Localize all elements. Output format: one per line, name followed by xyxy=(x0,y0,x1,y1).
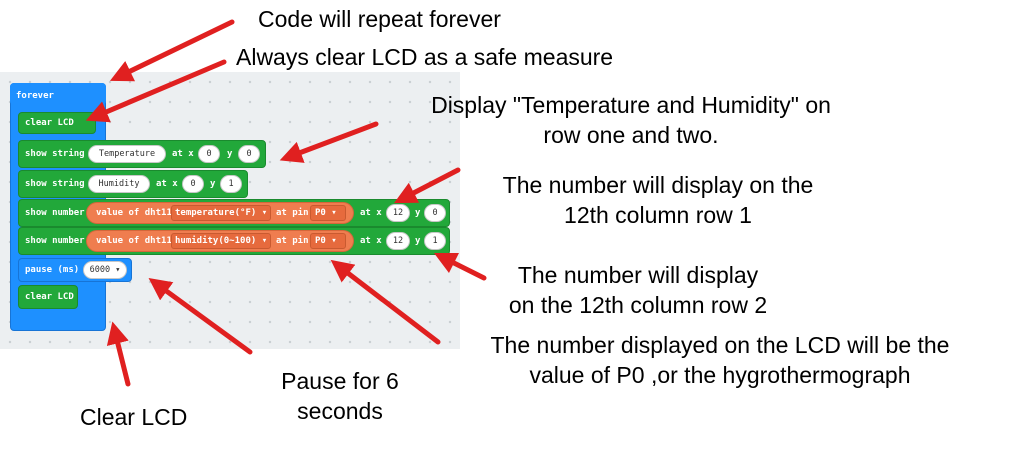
annotation-number-row2: The number will display on the 12th colu… xyxy=(468,260,808,320)
string-input-humidity[interactable]: Humidity xyxy=(88,175,150,193)
pin-dropdown[interactable] xyxy=(310,233,346,249)
value-of-label: value of dht11 xyxy=(96,208,172,218)
annotation-clear-lcd: Clear LCD xyxy=(80,404,188,430)
annotation-num1-line1: The number will display on the xyxy=(502,172,814,198)
string-input-temperature[interactable]: Temperature xyxy=(88,145,166,163)
show-string-label: show string xyxy=(25,149,85,159)
x-value: 12 xyxy=(392,208,404,218)
annotation-always-clear: Always clear LCD as a safe measure xyxy=(236,44,614,70)
pin-value: P0 ▾ xyxy=(315,236,337,246)
arrow-display xyxy=(279,121,379,163)
annotation-display-line1: Display "Temperature and Humidity" on xyxy=(431,92,831,118)
annotation-number-row1: The number will display on the 12th colu… xyxy=(460,170,856,230)
show-number-label: show number xyxy=(25,208,85,218)
at-pin-label: at pin xyxy=(276,208,309,218)
forever-label: forever xyxy=(16,91,54,101)
at-x-label: at x xyxy=(156,179,178,189)
arrow-number-row1 xyxy=(394,167,461,204)
annotation-p0-line1: The number displayed on the LCD will be … xyxy=(490,332,950,358)
y-label: y xyxy=(415,208,421,218)
x-input[interactable]: 12 xyxy=(386,232,410,250)
y-value: 1 xyxy=(432,236,438,246)
annotation-num2-line1: The number will display xyxy=(517,262,759,288)
x-value: 0 xyxy=(190,179,196,189)
sensor-type-value: humidity(0~100) ▾ xyxy=(175,236,268,246)
pause-label: pause (ms) xyxy=(25,265,80,275)
clear-lcd-block-top[interactable] xyxy=(18,112,96,134)
value-of-label: value of dht11 xyxy=(96,236,172,246)
arrow-repeat xyxy=(109,19,235,82)
show-string-label: show string xyxy=(25,179,85,189)
at-x-label: at x xyxy=(360,236,382,246)
x-value: 0 xyxy=(206,149,212,159)
y-label: y xyxy=(227,149,233,159)
annotation-pause-line1: Pause for 6 xyxy=(281,368,399,394)
annotation-num1-line2: 12th column row 1 xyxy=(564,202,752,228)
at-x-label: at x xyxy=(360,208,382,218)
arrow-number-row2 xyxy=(433,252,487,281)
clear-lcd-block-bottom[interactable] xyxy=(18,285,78,309)
string-value-humidity: Humidity xyxy=(98,179,140,189)
y-input[interactable]: 0 xyxy=(424,204,446,222)
annotation-repeat: Code will repeat forever xyxy=(258,6,501,32)
annotation-pause-line2: seconds xyxy=(297,398,383,424)
at-x-label: at x xyxy=(172,149,194,159)
arrow-always-clear xyxy=(85,59,227,123)
pin-dropdown[interactable] xyxy=(310,205,346,221)
pause-duration-value: 6000 ▾ xyxy=(89,265,121,275)
y-input[interactable]: 1 xyxy=(220,175,242,193)
arrow-pause xyxy=(148,278,253,355)
x-input[interactable]: 0 xyxy=(182,175,204,193)
y-input[interactable]: 1 xyxy=(424,232,446,250)
pin-value: P0 ▾ xyxy=(315,208,337,218)
clear-lcd-label: clear LCD xyxy=(25,118,74,128)
y-label: y xyxy=(210,179,216,189)
x-input[interactable]: 0 xyxy=(198,145,220,163)
clear-lcd-label: clear LCD xyxy=(25,292,74,302)
x-input[interactable]: 12 xyxy=(386,204,410,222)
y-value: 0 xyxy=(432,208,438,218)
annotation-num2-line2: on the 12th column row 2 xyxy=(508,292,768,318)
annotation-pause: Pause for 6 seconds xyxy=(250,366,430,426)
annotation-display-line2: row one and two. xyxy=(543,122,719,148)
y-input[interactable]: 0 xyxy=(238,145,260,163)
arrow-clear-lcd xyxy=(106,321,131,387)
sensor-type-dropdown[interactable] xyxy=(171,233,271,249)
x-value: 12 xyxy=(392,236,404,246)
annotation-p0-value: The number displayed on the LCD will be … xyxy=(440,330,1000,390)
y-value: 1 xyxy=(228,179,234,189)
sensor-type-value: temperature(°F) ▾ xyxy=(175,208,268,218)
at-pin-label: at pin xyxy=(276,236,309,246)
y-value: 0 xyxy=(246,149,252,159)
sensor-type-dropdown[interactable] xyxy=(171,205,271,221)
string-value-temperature: Temperature xyxy=(98,149,156,159)
show-number-label: show number xyxy=(25,236,85,246)
y-label: y xyxy=(415,236,421,246)
annotation-display-strings: Display "Temperature and Humidity" on ro… xyxy=(386,90,876,150)
pause-duration-dropdown[interactable]: 6000 ▾ xyxy=(83,261,127,279)
arrow-p0 xyxy=(330,259,441,345)
annotation-p0-line2: value of P0 ,or the hygrothermograph xyxy=(529,362,911,388)
